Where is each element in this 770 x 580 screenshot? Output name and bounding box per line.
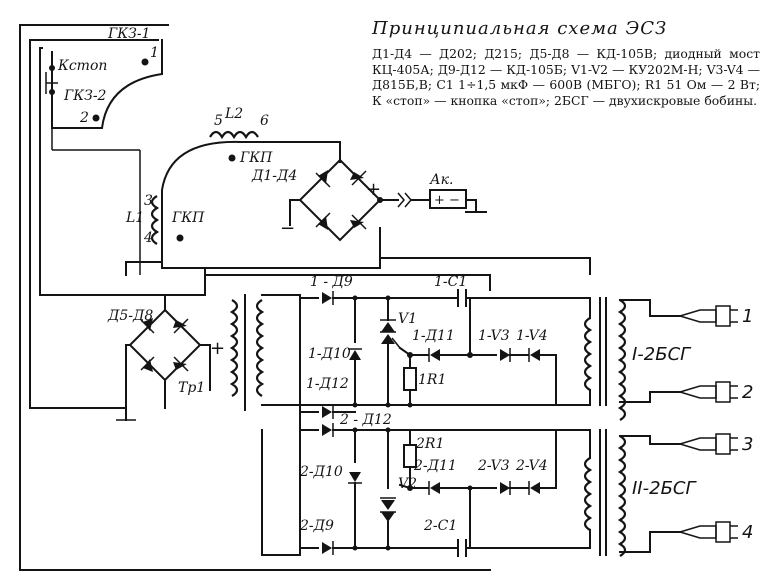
bsg1-label: I-2БСГ [632,344,692,365]
gkp-top-label: ГКП [239,150,273,166]
plug-3-label: 3 [742,434,753,455]
v3-2-label: 2-V3 [477,458,510,474]
spark-plug-4: 4 [677,521,753,543]
cross-diodes: 2 - Д12 [299,404,392,437]
plug-4-label: 4 [742,522,753,543]
d5d8-label: Д5-Д8 [107,308,153,324]
plug-2-label: 2 [742,382,753,403]
component-legend: Д1-Д4 — Д202; Д215; Д5-Д8 — КД-105В; дио… [372,46,760,108]
bridge-minus-label: − [280,218,295,239]
pin1-label: 1 [150,45,159,61]
outer-wiring [19,24,491,571]
c1-2-label: 2-С1 [423,518,457,534]
l1-label: L1 [125,210,144,226]
spark-plug-2: 2 [677,381,753,403]
c1-1-label: 1-С1 [434,274,467,290]
r1-1-label: 1R1 [418,372,446,388]
d12-2-label: 2 - Д12 [339,412,392,428]
d11-2-label: 2-Д11 [413,458,457,474]
gkz2-label: ГКЗ-2 [63,88,107,104]
d9-2-label: 2-Д9 [299,518,334,534]
spark-plug-3: 3 [677,433,753,455]
battery-polarity: + − [434,193,460,208]
ignition-coil-1: I-2БСГ [599,297,692,421]
gkp-left-label: ГКП [171,210,205,226]
v3-1-label: 1-V3 [478,328,510,344]
ignition-coil-2: II-2БСГ [599,429,697,557]
gkz1-label: ГКЗ-1 [107,26,150,42]
channel-1: 1 - Д9 1-С1 V1 1-Д11 1-V3 1-V4 1-Д10 1-Д… [261,274,593,408]
pin3-label: 3 [144,193,153,209]
kstop-label: Кстоп [57,58,107,74]
d12-1-label: 1-Д12 [306,376,349,392]
d11-1-label: 1-Д11 [412,328,455,344]
legend-text: Д1-Д4 — Д202; Д215; Д5-Д8 — КД-105В; дио… [372,46,760,108]
generator-coils: 5 L2 6 ГКП 3 L1 4 ГКП [125,106,381,276]
gkz-block: ГКЗ-1 Кстоп ГКЗ-2 1 2 [45,26,163,275]
l2-label: L2 [224,106,243,122]
bsg2-label: II-2БСГ [632,478,697,499]
bridge-d1-d4: Д1-Д4 + − [251,158,383,242]
d10-2-label: 2-Д10 [299,464,343,480]
v2-label: V2 [398,476,417,492]
battery: Ак. + − [379,172,487,213]
d1d4-label: Д1-Д4 [251,168,297,184]
pin6-label: 6 [260,113,269,129]
pin4-label: 4 [143,230,153,246]
plug-1-label: 1 [742,306,753,327]
d9-1-label: 1 - Д9 [310,274,353,290]
bridge-plus-label: + [366,179,381,200]
pin2-label: 2 [79,110,89,126]
diagram-title: Принципиальная схема ЭСЗ [372,18,668,39]
v4-2-label: 2-V4 [515,458,548,474]
d10-1-label: 1-Д10 [308,346,351,362]
v1-label: V1 [398,311,417,327]
v4-1-label: 1-V4 [516,328,548,344]
tr-plus-label: + [210,338,225,359]
tr1-label: Тр1 [178,380,205,396]
pin5-label: 5 [214,113,223,129]
bridge-d5-d8: Д5-Д8 + Тр1 [107,294,265,421]
battery-label: Ак. [429,172,453,188]
spark-plug-1: 1 [677,305,753,327]
channel-2: 2R1 2-Д11 2-V3 2-V4 V2 2-Д10 2-Д9 2-С1 [261,427,593,557]
power-bus [204,227,591,296]
r1-2-label: 2R1 [415,436,444,452]
